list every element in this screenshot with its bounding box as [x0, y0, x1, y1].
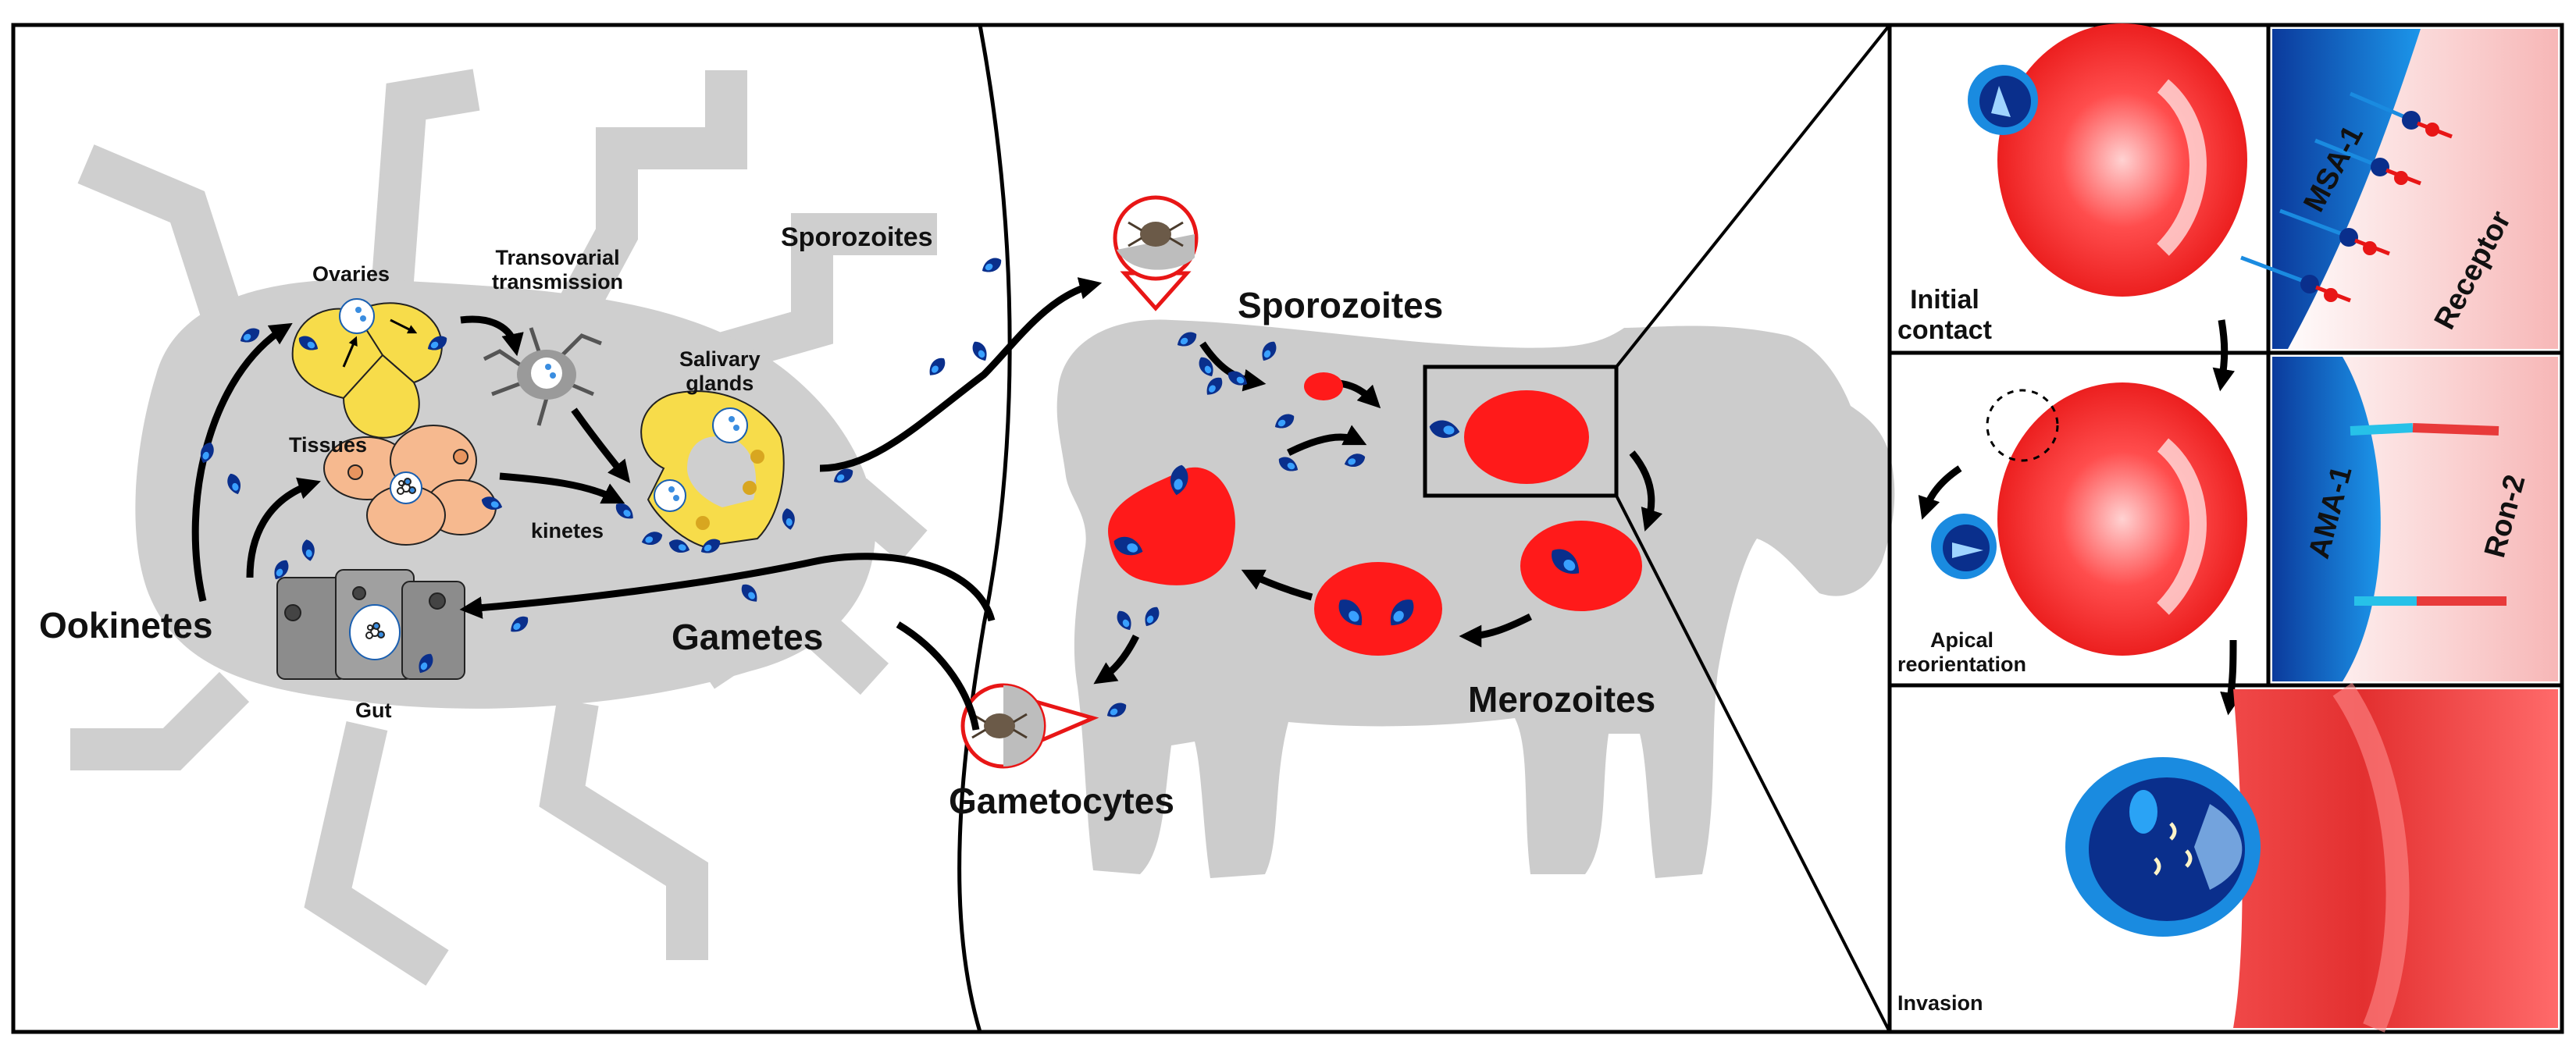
panel-initial-contact — [1968, 23, 2558, 349]
label-initial-contact: Initial contact — [1897, 285, 1992, 346]
label-ookinetes: Ookinetes — [39, 605, 213, 646]
label-apical-reorientation: Apical reorientation — [1897, 628, 2027, 677]
tissues-cells — [323, 425, 497, 546]
label-ovaries: Ovaries — [312, 262, 390, 286]
panel-apical-reorientation — [1918, 357, 2558, 716]
zoom-box — [1423, 365, 1619, 498]
tick-arrows — [191, 277, 1103, 622]
panel-invasion — [2065, 682, 2558, 1033]
label-transovarial-transmission: Transovarial transmission — [492, 246, 624, 294]
label-invasion: Invasion — [1897, 991, 1983, 1015]
label-tissues: Tissues — [289, 433, 368, 457]
label-gametes: Gametes — [672, 617, 824, 657]
label-sporozoites-tick: Sporozoites — [781, 222, 933, 252]
label-gametocytes: Gametocytes — [949, 781, 1174, 821]
cow-rbcs — [1108, 372, 1642, 656]
salivary-glands — [640, 390, 785, 548]
label-gut: Gut — [355, 699, 392, 722]
cow-silhouette — [1056, 319, 1895, 878]
ovaries-cells — [291, 298, 443, 439]
panel-divider-curve — [957, 24, 1012, 1033]
label-kinetes: kinetes — [531, 519, 604, 542]
zoom-lines — [1615, 23, 1891, 1033]
label-salivary-glands: Salivary glands — [679, 347, 761, 396]
tick-bite-lens-bottom — [960, 683, 1099, 769]
label-merozoites: Merozoites — [1468, 679, 1656, 720]
gut-cells — [276, 569, 465, 680]
transovarial-tick-icon — [483, 327, 602, 426]
panel1-arrow — [2212, 319, 2236, 392]
label-sporozoites-host: Sporozoites — [1238, 285, 1444, 325]
tick-bite-lens-top — [1113, 195, 1199, 311]
